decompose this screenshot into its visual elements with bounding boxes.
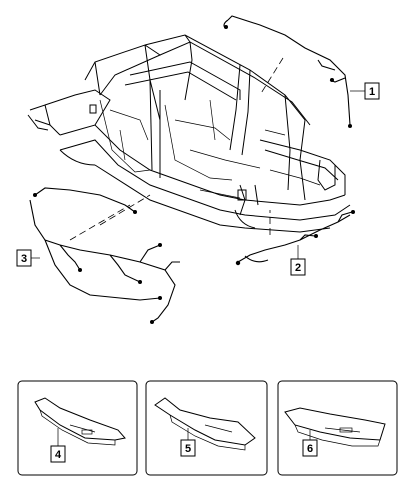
callout-3: 3 bbox=[16, 249, 40, 267]
callout-5-label: 5 bbox=[185, 443, 191, 455]
vehicle-body-frame bbox=[27, 34, 351, 233]
callout-4-label: 4 bbox=[55, 449, 62, 461]
part-panel-4: 4 bbox=[17, 380, 138, 476]
callout-2: 2 bbox=[290, 245, 306, 276]
callout-2-label: 2 bbox=[295, 262, 301, 274]
callout-6-label: 6 bbox=[307, 443, 313, 455]
wiring-harness-1 bbox=[223, 15, 352, 128]
callout-1-label: 1 bbox=[369, 86, 375, 98]
wiring-harness-2 bbox=[235, 210, 355, 266]
part-panel-6: 6 bbox=[277, 380, 398, 476]
callout-1: 1 bbox=[350, 82, 380, 100]
wiring-harness-3 bbox=[29, 187, 180, 324]
part-panel-5: 5 bbox=[145, 380, 268, 476]
callout-3-label: 3 bbox=[21, 253, 27, 265]
